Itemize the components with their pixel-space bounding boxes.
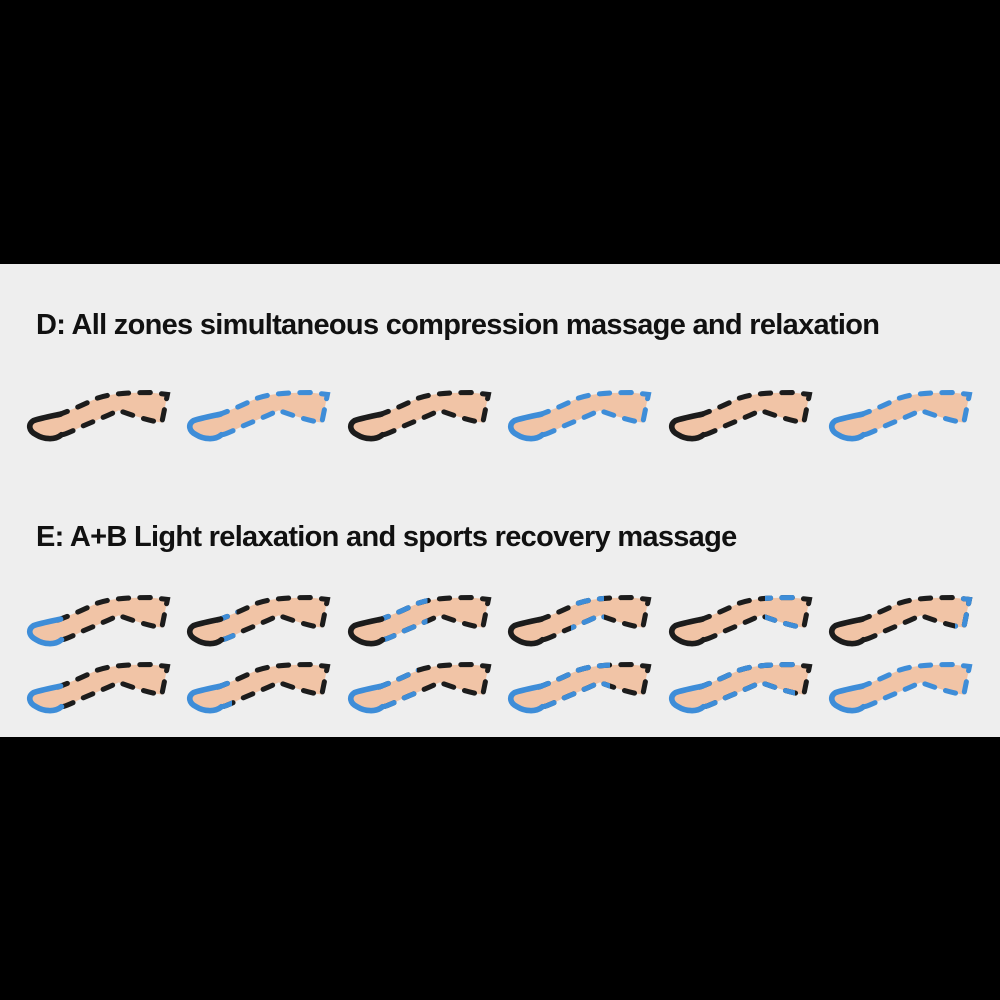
leg-figure [187,390,331,442]
compression-zone-highlight [382,598,428,643]
foot-outline [508,683,546,714]
leg-skin-fill [350,664,489,711]
leg-skin-fill [190,597,328,644]
leg-skin-fill [190,392,328,439]
leg-figure [668,662,813,714]
foot-outline [668,616,706,647]
leg-skin-fill [510,597,649,644]
leg-skin-fill [671,392,809,439]
leg-skin-fill [350,392,489,439]
leg-skin-fill [29,392,168,439]
leg-skin-fill [190,664,328,711]
leg-figure [347,662,492,714]
leg-figure [27,595,171,647]
mode-e-legs-row-1 [0,588,1000,654]
foot-outline [828,683,867,714]
compression-zone-highlight [376,667,417,710]
foot-outline [27,683,65,714]
leg-figure [347,390,492,442]
leg-figure [508,662,652,714]
leg-figure [27,662,171,714]
leg-figure [668,390,813,442]
leg-skin-fill [831,597,970,644]
foot-outline [187,411,225,442]
foot-outline [347,616,386,647]
foot-outline [508,616,546,647]
leg-dashed-outline [857,662,973,710]
leg-dashed-outline [215,390,331,438]
leg-skin-fill [29,597,168,644]
mode-e-legs-row-2 [0,655,1000,721]
compression-zone-highlight [571,595,605,631]
foot-outline [347,683,386,714]
leg-figure [347,595,492,647]
foot-outline [508,411,546,442]
leg-figure [828,662,973,714]
leg-dashed-outline [55,662,171,710]
mode-e-title: E: A+B Light relaxation and sports recov… [36,521,737,553]
leg-dashed-outline [696,390,813,438]
foot-outline [187,683,225,714]
leg-skin-fill [831,664,970,711]
leg-dashed-outline [215,662,331,710]
leg-figure [187,595,331,647]
compression-zone-highlight [696,662,795,710]
leg-skin-fill [831,392,970,439]
leg-figure [668,595,813,647]
leg-figure [828,595,973,647]
leg-skin-fill [350,597,489,644]
leg-figure [187,662,331,714]
foot-outline [668,411,706,442]
leg-dashed-outline [55,595,171,643]
leg-dashed-outline [376,390,492,438]
leg-skin-fill [510,664,649,711]
leg-dashed-outline [857,595,973,643]
content-panel: D: All zones simultaneous compression ma… [0,264,1000,737]
foot-outline [828,616,867,647]
leg-skin-fill [671,597,809,644]
compression-zone-highlight [536,662,611,710]
foot-outline [347,411,386,442]
foot-outline [27,411,65,442]
foot-outline [828,411,867,442]
letterbox-bottom [0,737,1000,1000]
foot-outline [187,616,225,647]
leg-figure [828,390,973,442]
foot-outline [668,683,706,714]
leg-skin-fill [29,664,168,711]
leg-figure [27,390,171,442]
mode-d-legs-row [0,383,1000,449]
leg-figure [508,390,652,442]
compression-zone-highlight [764,595,798,630]
leg-skin-fill [671,664,809,711]
leg-dashed-outline [536,390,652,438]
leg-dashed-outline [215,595,331,643]
leg-dashed-outline [55,390,171,438]
letterbox-top [0,0,1000,264]
foot-outline [27,616,65,647]
leg-figure [508,595,652,647]
mode-d-title: D: All zones simultaneous compression ma… [36,309,880,341]
leg-dashed-outline [857,390,973,438]
leg-skin-fill [510,392,649,439]
